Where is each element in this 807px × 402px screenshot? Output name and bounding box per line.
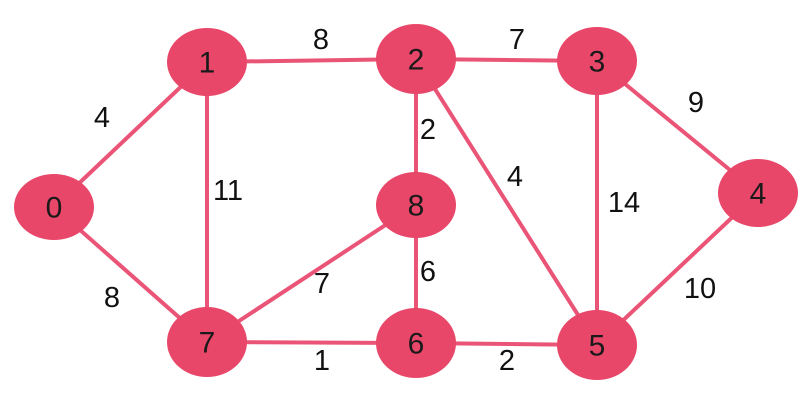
- edge-7-8: [205, 203, 418, 344]
- node-2: 2: [376, 24, 456, 94]
- node-1: 1: [167, 28, 247, 96]
- node-circle: [167, 307, 247, 377]
- edge-weight-2-8: 2: [420, 114, 436, 146]
- edge-weight-3-5: 14: [608, 187, 640, 219]
- node-label: 6: [408, 328, 425, 361]
- edge-weight-2-5: 4: [507, 161, 523, 193]
- node-circle: [376, 172, 456, 238]
- node-3: 3: [557, 27, 637, 95]
- node-circle: [167, 28, 247, 96]
- node-4: 4: [718, 159, 798, 227]
- node-label: 0: [46, 192, 63, 225]
- edge-weight-1-2: 8: [313, 24, 329, 56]
- edge-weight-2-3: 7: [509, 24, 525, 56]
- node-label: 8: [408, 190, 425, 223]
- node-0: 0: [14, 174, 94, 240]
- node-circle: [557, 27, 637, 95]
- edge-weight-6-7: 1: [314, 345, 330, 377]
- node-circle: [376, 24, 456, 94]
- node-label: 3: [589, 46, 606, 79]
- node-5: 5: [557, 310, 637, 380]
- edge-weight-7-8: 7: [314, 268, 330, 300]
- node-label: 1: [199, 47, 216, 80]
- node-circle: [14, 174, 94, 240]
- node-circle: [718, 159, 798, 227]
- node-7: 7: [167, 307, 247, 377]
- node-label: 4: [750, 178, 767, 211]
- node-label: 2: [408, 44, 425, 77]
- node-circle: [376, 308, 456, 378]
- node-8: 8: [376, 172, 456, 238]
- node-label: 7: [199, 327, 216, 360]
- edge-2-5: [414, 57, 599, 347]
- edge-weight-6-8: 6: [420, 256, 436, 288]
- node-label: 5: [589, 330, 606, 363]
- edge-weights-layer: 4 8 8 11 7 2 4 9 14 10 2 1 6 7: [94, 24, 716, 377]
- node-circle: [557, 310, 637, 380]
- edge-weight-0-1: 4: [94, 102, 110, 134]
- edge-weight-5-6: 2: [499, 345, 515, 377]
- node-6: 6: [376, 308, 456, 378]
- edge-weight-0-7: 8: [104, 282, 120, 314]
- edge-weight-3-4: 9: [688, 87, 704, 119]
- edge-weight-4-5: 10: [684, 273, 716, 305]
- edge-weight-1-7: 11: [213, 175, 243, 207]
- nodes-layer: 0 1 2 3 4 5 6 7: [14, 24, 798, 380]
